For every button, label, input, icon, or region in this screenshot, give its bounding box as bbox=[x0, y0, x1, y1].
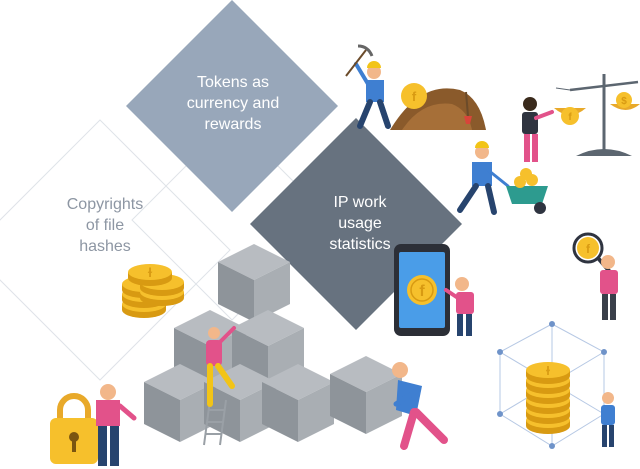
network-coin-stack: ɫ bbox=[497, 321, 615, 449]
ip-work-label: IP work usage statistics bbox=[329, 194, 391, 253]
tokens-diamond bbox=[126, 0, 338, 212]
network-coin-symbol: ɫ bbox=[546, 364, 550, 378]
person-padlock bbox=[96, 384, 137, 466]
person-wheelbarrow bbox=[457, 141, 548, 215]
smartphone: f bbox=[394, 244, 450, 336]
tokens-label: Tokens as currency and rewards bbox=[186, 74, 280, 133]
person-climbing bbox=[206, 326, 236, 407]
balance-scale: f $ bbox=[522, 74, 640, 162]
scale-coin-symbol: f bbox=[568, 112, 572, 123]
miner-with-pickaxe: f bbox=[345, 44, 486, 130]
coin-stack-symbol: ɫ bbox=[148, 265, 153, 280]
person-phone bbox=[444, 277, 474, 336]
magnifier-coin-symbol: f bbox=[586, 242, 591, 256]
person-magnifier: f bbox=[572, 232, 618, 320]
coin-stack-left: ɫ bbox=[122, 264, 184, 318]
scale-dollar-symbol: $ bbox=[621, 96, 627, 107]
person-pushing-cube bbox=[392, 362, 448, 450]
copyrights-label: Copyrights of file hashes bbox=[66, 196, 144, 255]
ladder bbox=[203, 399, 227, 446]
miner-coin-symbol: f bbox=[412, 89, 417, 104]
padlock-icon bbox=[50, 393, 98, 464]
phone-coin-symbol: f bbox=[419, 283, 425, 300]
